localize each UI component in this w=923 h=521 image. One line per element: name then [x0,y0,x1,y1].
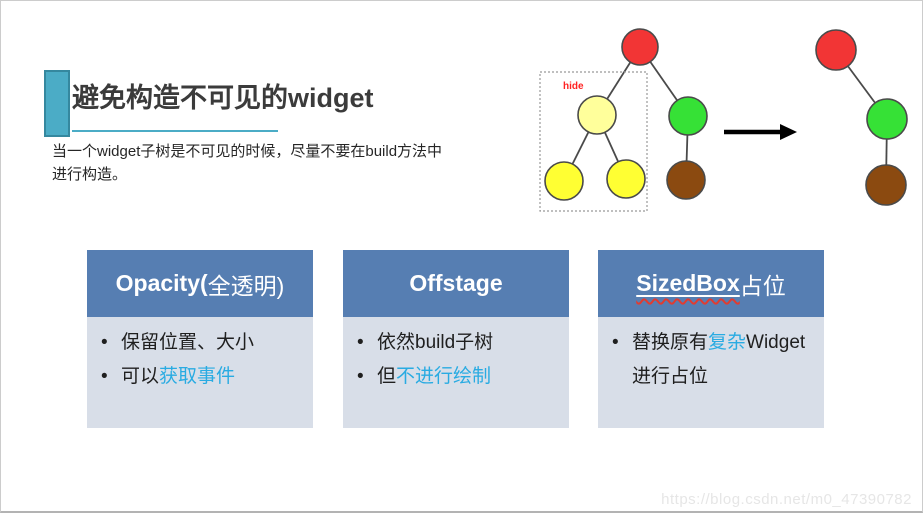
bullet-text: 但 [377,366,397,387]
title-underline [72,130,278,132]
bullet-item: • 保留位置、大小 [99,326,305,360]
card-body-opacity: • 保留位置、大小 • 可以获取事件 [87,317,313,428]
card-header-text: SizedBox [636,270,740,297]
bullet-dot: • [101,366,108,387]
bullet-text-accent: 不进行绘制 [396,366,492,387]
page-title: 避免构造不可见的widget [72,83,374,113]
watermark: https://blog.csdn.net/m0_47390782 [661,491,912,508]
card-body-sizedbox: • 替换原有复杂Widget进行占位 [598,317,824,428]
card-header-opacity: Opacity(全透明) [87,250,313,317]
bullet-dot: • [101,332,108,353]
card-offstage: Offstage • 依然build子树 • 但不进行绘制 [343,250,569,428]
card-header-text: Opacity( [115,270,208,296]
bullet-dot: • [612,332,619,353]
card-header-text: 占位 [739,272,786,299]
bullet-dot: • [357,366,364,387]
intro-line-2: 进行构造。 [52,166,128,183]
title-accent-bar [44,70,70,137]
intro-line-1: 当一个widget子树是不可见的时候，尽量不要在build方法中 [52,143,443,160]
bullet-text: 依然build子树 [377,332,494,353]
bullet-item: • 替换原有复杂Widget进行占位 [610,326,816,394]
bullet-dot: • [357,332,364,353]
bullet-text-accent: 复杂 [708,332,747,353]
card-header-text: Offstage [409,270,503,296]
bullet-item: • 依然build子树 [355,326,561,360]
bullet-text-accent: 获取事件 [159,366,236,387]
bullet-item: • 但不进行绘制 [355,360,561,394]
bullet-text: 替换原有 [632,332,709,353]
card-header-offstage: Offstage [343,250,569,317]
bullet-text: 可以 [121,366,160,387]
card-opacity: Opacity(全透明) • 保留位置、大小 • 可以获取事件 [87,250,313,428]
card-header-text: SizedBox [636,270,740,296]
bullet-text: Widget进行占位 [632,332,806,387]
bullet-item: • 可以获取事件 [99,360,305,394]
intro-text: 当一个widget子树是不可见的时候，尽量不要在build方法中进行构造。 [52,140,442,186]
bullet-text: 保留位置、大小 [121,332,255,353]
card-body-offstage: • 依然build子树 • 但不进行绘制 [343,317,569,428]
card-header-text: 全透明) [207,272,285,299]
